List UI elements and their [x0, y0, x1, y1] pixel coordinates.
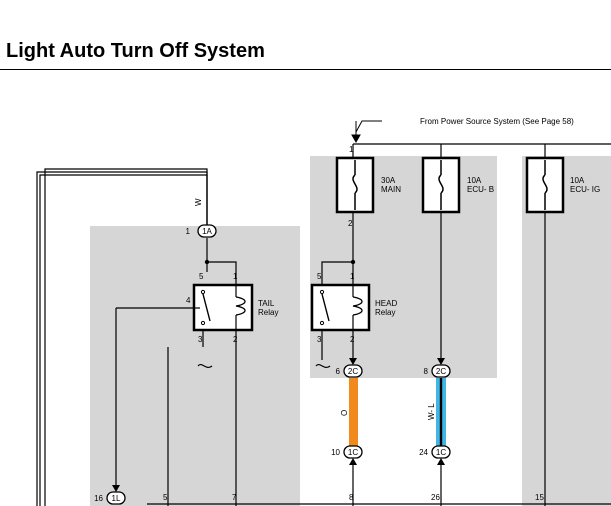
head-relay-name-2: Relay — [375, 308, 395, 317]
connector-2c-right: 2C 8 — [424, 358, 451, 378]
connector-2c-right-pin: 8 — [424, 367, 429, 376]
tail-relay-pin-5: 5 — [199, 272, 204, 281]
tail-relay-name-1: TAIL — [258, 299, 275, 308]
diagram-title: Light Auto Turn Off System — [6, 40, 265, 62]
wire-color-wl: W- L — [427, 403, 436, 420]
head-relay-pin-2: 2 — [350, 335, 355, 344]
head-relay-pin-5: 5 — [317, 272, 322, 281]
bottom-pin-labels: 5 7 8 26 15 — [163, 493, 544, 502]
connector-1c-right-pin: 24 — [419, 448, 428, 457]
head-relay-ground-tilde — [315, 363, 331, 369]
fuse-30a-main: 1 2 30A MAIN — [335, 145, 401, 228]
connector-2c-left: 2C 6 — [336, 358, 363, 378]
bottom-pin-7: 7 — [232, 493, 237, 502]
bottom-pin-15: 15 — [535, 493, 544, 502]
connector-2c-left-pin: 6 — [336, 367, 341, 376]
tail-relay-pin-4: 4 — [186, 296, 191, 305]
orange-wire — [349, 378, 358, 446]
wire-color-w: W — [194, 198, 203, 206]
tail-relay-pin-3: 3 — [198, 335, 203, 344]
connector-2c-right-id: 2C — [436, 367, 446, 376]
tail-relay-panel — [90, 226, 300, 506]
bottom-pin-5: 5 — [163, 493, 168, 502]
fuse-main-pin-bottom: 2 — [348, 219, 353, 228]
bottom-pin-8: 8 — [349, 493, 354, 502]
fuse-ecuig-rating: 10A — [570, 176, 585, 185]
fuse-panel-lower — [300, 156, 310, 446]
blue-wire — [436, 378, 446, 446]
power-source-pointer — [351, 120, 382, 144]
tail-relay-pin-1: 1 — [233, 272, 238, 281]
fuse-panel-ig — [522, 156, 611, 506]
tail-relay: 5 1 4 3 2 TAIL Relay — [186, 272, 278, 369]
fuse-10a-ecu-b: 10A ECU- B — [421, 156, 494, 214]
fuse-main-rating: 30A — [381, 176, 396, 185]
connector-1a: 1A 1 — [186, 224, 217, 238]
connector-1c-left-id: 1C — [348, 448, 358, 457]
connector-1c-left: 1C 10 — [331, 445, 363, 465]
fuse-main-name: MAIN — [381, 185, 401, 194]
connector-1l-id: 1L — [112, 494, 121, 503]
head-relay: 5 1 3 2 HEAD Relay — [310, 272, 397, 369]
connector-1l: 1L 16 — [94, 485, 126, 505]
tail-relay-ground-tilde — [197, 363, 213, 369]
title-rule — [0, 69, 611, 70]
fuse-ecuig-name: ECU- IG — [570, 185, 600, 194]
power-source-note: From Power Source System (See Page 58) — [420, 117, 574, 126]
connector-1l-pin: 16 — [94, 494, 103, 503]
connector-1c-right-id: 1C — [436, 448, 446, 457]
connector-2c-left-id: 2C — [348, 367, 358, 376]
head-relay-name-1: HEAD — [375, 299, 397, 308]
fuse-ecub-name: ECU- B — [467, 185, 494, 194]
fuse-10a-ecu-ig: 10A ECU- IG — [525, 156, 600, 214]
tail-relay-name-2: Relay — [258, 308, 278, 317]
head-relay-pin-1: 1 — [350, 272, 355, 281]
fuse-main-pin-top: 1 — [349, 145, 354, 154]
connector-1c-left-pin: 10 — [331, 448, 340, 457]
wire-color-o: O — [340, 410, 349, 416]
tail-relay-pin-2: 2 — [233, 335, 238, 344]
connector-1a-id: 1A — [202, 227, 212, 236]
connector-1a-pin: 1 — [186, 227, 191, 236]
head-relay-pin-3: 3 — [317, 335, 322, 344]
fuse-ecub-rating: 10A — [467, 176, 482, 185]
junction-dots — [204, 259, 356, 265]
bottom-pin-26: 26 — [431, 493, 440, 502]
connector-1c-right: 1C 24 — [419, 445, 451, 465]
